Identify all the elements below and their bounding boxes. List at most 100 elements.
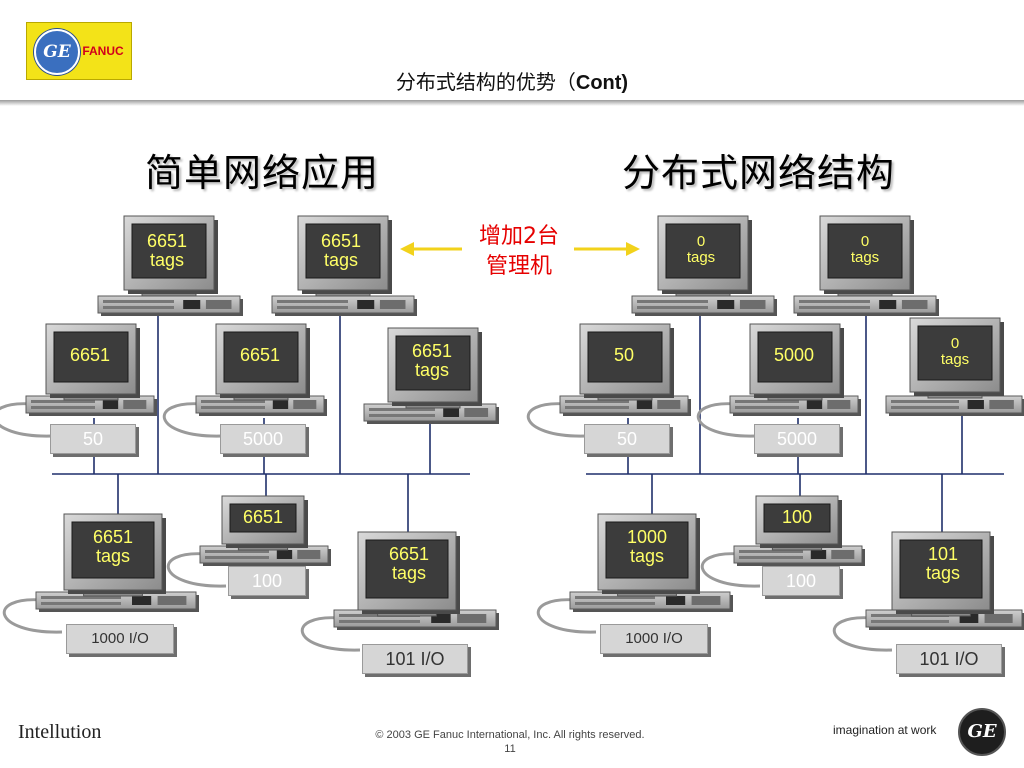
keyboard-keys	[871, 614, 949, 617]
right-io-1000: 1000 I/O	[600, 624, 708, 654]
keyboard-numpad	[739, 300, 766, 309]
keyboard-keypad	[959, 614, 979, 623]
keyboard-keys	[339, 620, 420, 623]
keyboard-numpad	[989, 400, 1014, 409]
screen-value: 6651	[69, 345, 111, 365]
keyboard-keypad	[636, 400, 653, 409]
keyboard-cable	[832, 616, 893, 652]
screen-value: 0	[950, 335, 960, 352]
note-line-1: 增加2台	[479, 224, 559, 249]
keyboard-numpad	[379, 300, 406, 309]
keyboard-keypad	[806, 400, 823, 409]
intellution-logo: Intellution	[18, 721, 102, 743]
keyboard-keypad	[443, 408, 460, 417]
keyboard-numpad	[123, 400, 147, 409]
keyboard-keys	[891, 400, 959, 403]
monitor-screen	[899, 539, 983, 599]
keyboard-keypad	[967, 400, 984, 409]
right-io-100: 100	[762, 566, 840, 596]
screen-value: 5000	[773, 345, 815, 365]
left-server-1-screen: 6651 tags	[136, 232, 198, 270]
keyboard-keys	[735, 406, 799, 409]
right-server-2-screen: 0 tags	[834, 234, 896, 266]
fanuc-wordmark: FANUC	[82, 44, 124, 58]
keyboard-numpad	[691, 596, 721, 605]
screen-unit: tags	[391, 562, 427, 583]
monitor-screen	[665, 223, 741, 279]
copyright-text: © 2003 GE Fanuc International, Inc. All …	[375, 729, 645, 741]
right-io-101: 101 I/O	[896, 644, 1002, 674]
right-client-5000-computer	[696, 323, 861, 438]
keyboard-keypad	[102, 400, 119, 409]
keyboard-cable	[300, 616, 361, 652]
keyboard-keys	[205, 556, 269, 559]
keyboard-cable	[700, 552, 761, 588]
keyboard-keys	[41, 596, 121, 599]
keyboard-keypad	[717, 300, 735, 309]
left-server-2-screen: 6651 tags	[310, 232, 372, 270]
keyboard-numpad	[205, 300, 232, 309]
right-io-5000: 5000	[754, 424, 840, 454]
keyboard-keys	[277, 306, 348, 309]
monitor-screen	[223, 331, 299, 383]
left-client-1000-computer	[2, 513, 199, 634]
screen-value: 0	[860, 233, 870, 250]
keyboard-keys	[575, 602, 655, 605]
screen-value: 101	[927, 544, 959, 564]
keyboard-numpad	[831, 550, 855, 559]
right-client-101-screen: 101 tags	[910, 545, 976, 583]
screen-unit: tags	[925, 562, 961, 583]
keyboard-keys	[201, 406, 265, 409]
left-heading: 简单网络应用	[145, 151, 380, 195]
keyboard-numpad	[984, 614, 1013, 623]
left-io-50: 50	[50, 424, 136, 454]
keyboard-keys	[891, 406, 959, 409]
footer-copyright: © 2003 GE Fanuc International, Inc. All …	[300, 728, 720, 756]
keyboard-cable	[162, 402, 223, 438]
screen-value: 0	[696, 233, 706, 250]
keyboard-numpad	[457, 614, 487, 623]
screen-value: 6651	[239, 345, 281, 365]
left-server-1-computer	[97, 215, 243, 316]
right-io-50: 50	[584, 424, 670, 454]
keyboard-keys	[565, 400, 629, 403]
keyboard-keypad	[666, 596, 686, 605]
keyboard-keypad	[272, 400, 289, 409]
right-client-100-computer	[700, 495, 865, 588]
monitor-screen	[365, 539, 449, 599]
add-two-managers-note: 增加2台 管理机	[467, 222, 571, 282]
screen-unit: tags	[850, 248, 880, 266]
monitor-screen	[53, 331, 129, 383]
right-server-2-computer	[793, 215, 939, 316]
right-heading: 分布式网络结构	[622, 151, 896, 195]
right-client-5000-screen: 5000	[762, 346, 826, 365]
keyboard-keypad	[276, 550, 293, 559]
right-client-1000-computer	[536, 513, 733, 634]
keyboard-keys	[637, 300, 708, 303]
monitor-screen	[305, 223, 381, 279]
keyboard-cable	[0, 402, 53, 438]
keyboard-keys	[871, 620, 949, 623]
keyboard-numpad	[827, 400, 851, 409]
monitor-screen	[587, 331, 663, 383]
left-arrow-icon	[400, 242, 414, 256]
left-client-3-screen: 6651 tags	[400, 342, 464, 380]
left-io-1000: 1000 I/O	[66, 624, 174, 654]
slide-title-en: Cont)	[575, 72, 629, 94]
left-client-1000-screen: 6651 tags	[80, 528, 146, 566]
monitor-screen	[917, 325, 993, 381]
keyboard-keys	[31, 406, 95, 409]
keyboard-keys	[739, 550, 803, 553]
keyboard-numpad	[293, 400, 317, 409]
left-client-3-computer	[363, 327, 499, 424]
right-client-3-computer	[885, 317, 1024, 416]
left-io-101: 101 I/O	[362, 644, 468, 674]
right-server-1-computer	[631, 215, 777, 316]
expansion-arrows	[400, 242, 640, 256]
right-server-1-screen: 0 tags	[670, 234, 732, 266]
right-client-100-screen: 100	[766, 508, 828, 527]
screen-value: 50	[613, 345, 635, 365]
monitor-screen	[131, 223, 207, 279]
screen-value: 1000	[626, 527, 668, 547]
